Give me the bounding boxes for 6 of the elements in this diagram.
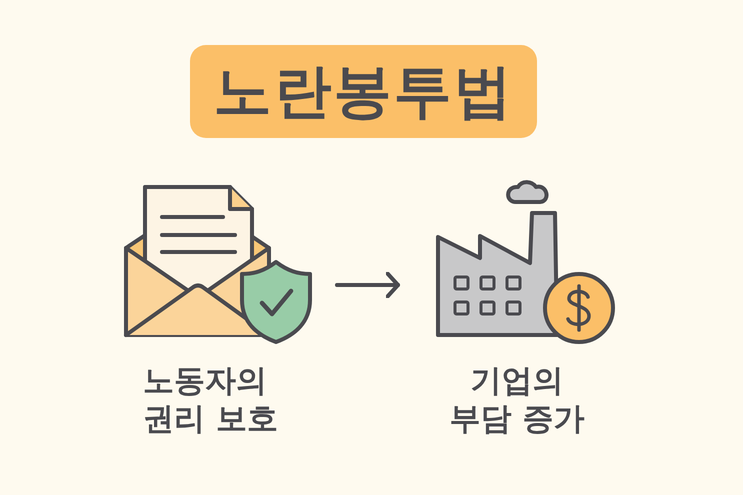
caption-text: 기업의 부담 증가: [448, 362, 586, 438]
envelope-shield-illustration: [123, 184, 315, 346]
factory-coin-illustration: [435, 179, 617, 346]
caption-text: 노동자의 권리 보호: [143, 362, 279, 438]
arrow: [335, 272, 400, 298]
title-banner: 노란봉투법: [190, 45, 537, 138]
